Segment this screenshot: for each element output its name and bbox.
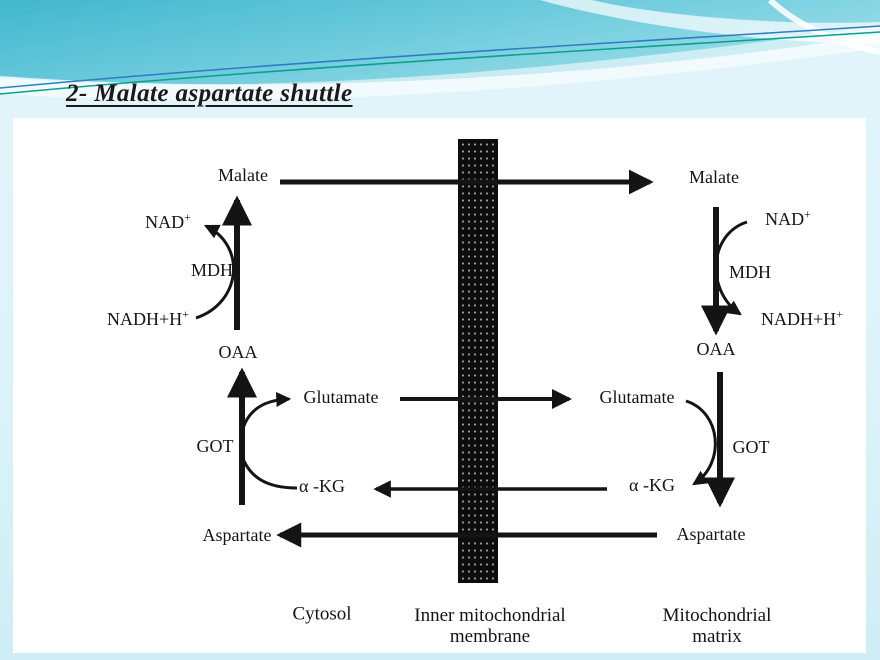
label-glutamate-matrix: Glutamate: [599, 387, 675, 408]
label-akg-matrix: α -KG: [629, 475, 675, 496]
label-malate-cytosol: Malate: [218, 165, 268, 186]
arrow-nad-to-nadh-matrix: [714, 220, 748, 316]
label-nad-cytosol: NAD+: [145, 210, 191, 233]
header-green-line: [0, 31, 880, 95]
diagram-arrows: [195, 169, 748, 548]
header-blue-line: [0, 25, 880, 89]
label-nad-matrix: NAD+: [765, 207, 811, 230]
label-region-membrane: Inner mitochondrial membrane: [414, 605, 566, 647]
label-nadh-cytosol: NADH+H+: [107, 307, 189, 330]
label-oaa-cytosol: OAA: [218, 342, 258, 363]
label-aspartate-cytosol: Aspartate: [202, 525, 272, 546]
label-region-cytosol: Cytosol: [292, 603, 352, 625]
header-white-swoosh-top: [540, 0, 880, 44]
label-nadh-matrix: NADH+H+: [761, 307, 843, 330]
label-got-cytosol: GOT: [196, 436, 234, 457]
label-akg-cytosol: α -KG: [299, 476, 345, 497]
label-aspartate-matrix: Aspartate: [676, 524, 746, 545]
arrow-got-to-glutamate-cytosol: [240, 391, 292, 433]
label-oaa-matrix: OAA: [696, 339, 736, 360]
label-glutamate-cytosol: Glutamate: [303, 387, 379, 408]
page-title: 2- Malate aspartate shuttle: [66, 80, 353, 107]
inner-membrane-bar: [458, 139, 498, 583]
diagram-panel: Malate NAD+ MDH NADH+H+ OAA Glutamate GO…: [13, 118, 866, 653]
curve-akg-to-got-cytosol: [240, 455, 298, 490]
arrow-glutamate-to-akg-matrix: [685, 399, 717, 486]
label-mdh-matrix: MDH: [728, 262, 772, 283]
label-got-matrix: GOT: [732, 437, 770, 458]
label-region-matrix: Mitochondrial matrix: [662, 605, 772, 647]
header-white-curve: [767, 0, 880, 55]
arrow-nadh-to-nad-cytosol: [195, 224, 236, 320]
label-mdh-cytosol: MDH: [190, 260, 234, 281]
header-wave-art: [0, 0, 880, 118]
header-white-swoosh-mid: [0, 26, 880, 101]
label-malate-matrix: Malate: [689, 167, 739, 188]
